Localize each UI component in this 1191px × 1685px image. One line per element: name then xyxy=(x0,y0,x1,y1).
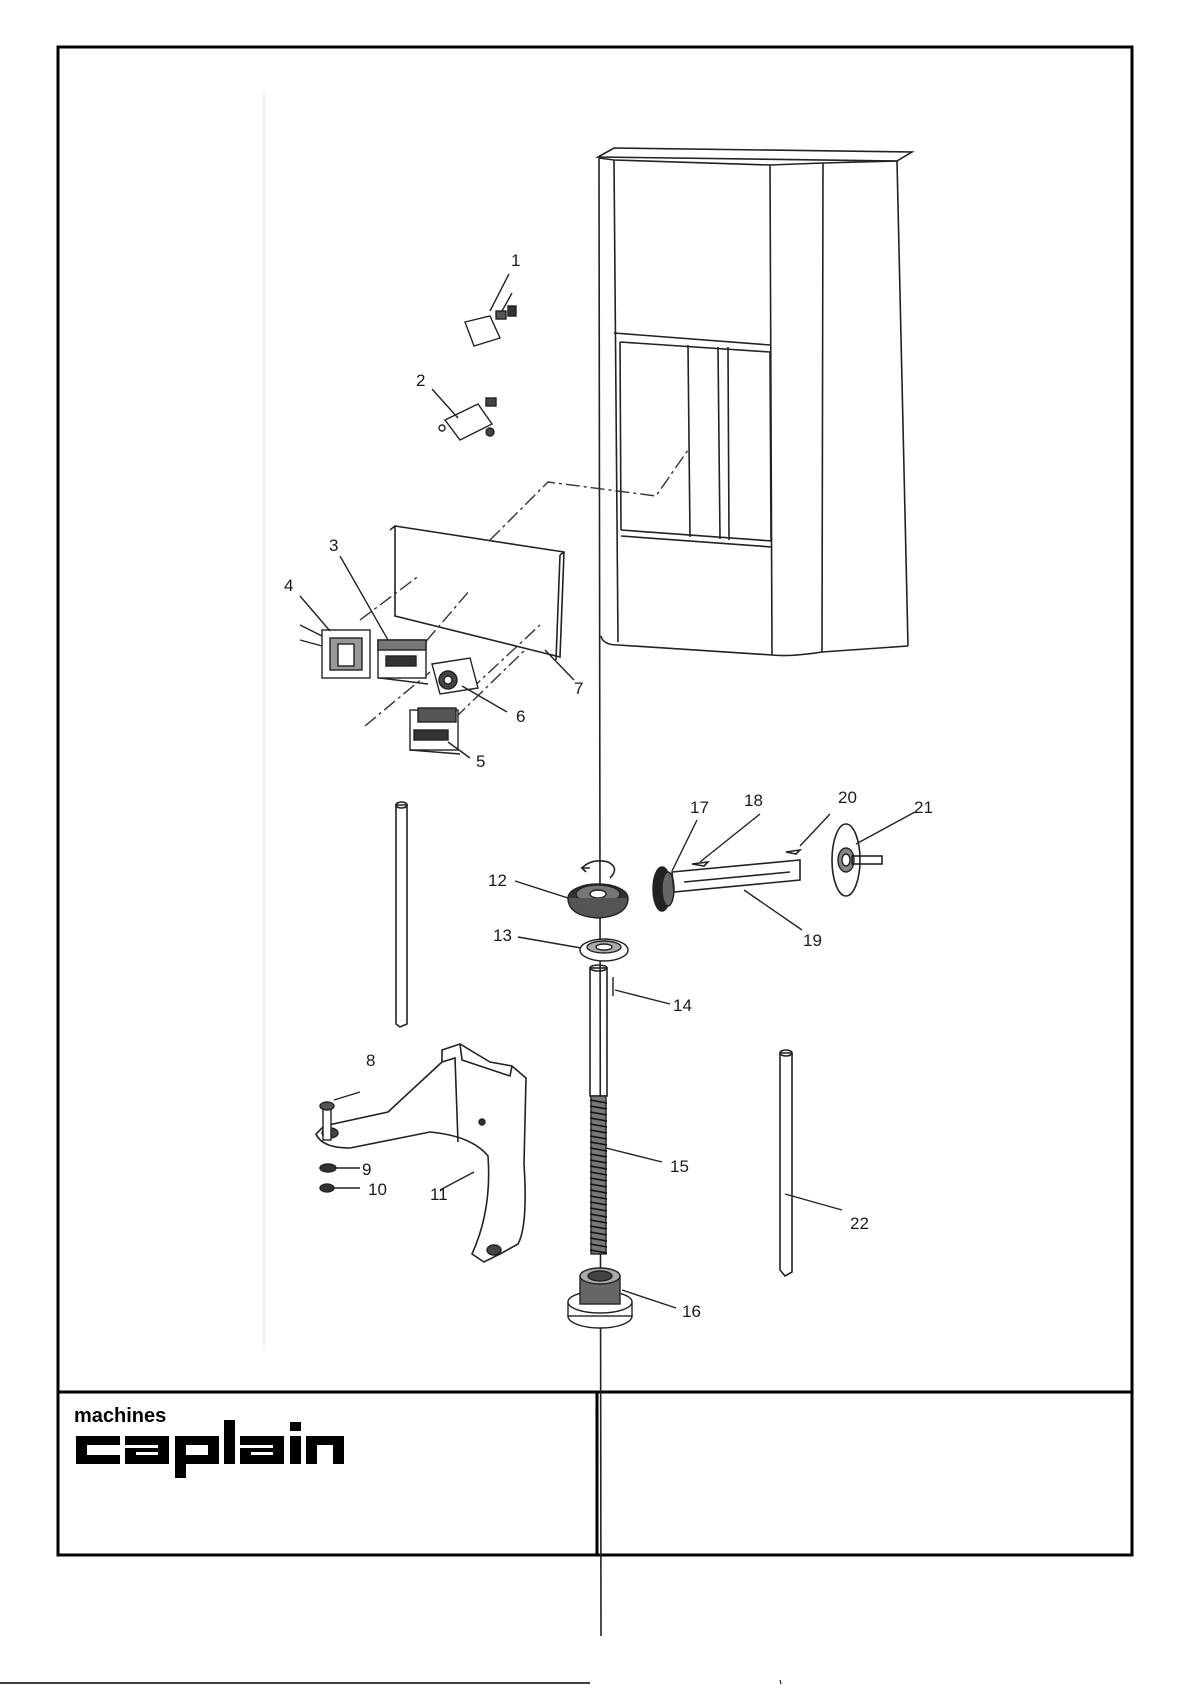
callout-17: 17 xyxy=(690,798,709,817)
part-14-key xyxy=(613,977,670,1004)
callout-7: 7 xyxy=(574,679,583,698)
callout-13: 13 xyxy=(493,926,512,945)
part-16-nut xyxy=(568,1268,676,1328)
callout-18: 18 xyxy=(744,791,763,810)
callout-6: 6 xyxy=(516,707,525,726)
callout-15: 15 xyxy=(670,1157,689,1176)
part-11-bracket xyxy=(316,1044,526,1262)
part-13-bearing xyxy=(518,937,628,961)
part-2-switch xyxy=(432,389,496,440)
part-10-nut xyxy=(320,1184,360,1192)
callout-1: 1 xyxy=(511,251,520,270)
callout-22: 22 xyxy=(850,1214,869,1233)
part-12-bevel-gear xyxy=(515,861,628,918)
callout-11: 11 xyxy=(430,1185,448,1204)
part-18-key xyxy=(692,814,760,866)
part-4-transformer xyxy=(300,596,370,678)
brand-small-text: machines xyxy=(74,1405,166,1427)
left-rod xyxy=(396,802,407,1027)
outer-frame xyxy=(58,47,1132,1555)
brand-logo: machines xyxy=(74,1405,344,1478)
part-20-key xyxy=(786,814,830,854)
part-17-pinion xyxy=(653,820,697,911)
part-1-limit-switch xyxy=(465,274,516,346)
part-5-contactor xyxy=(410,708,470,758)
callout-8: 8 xyxy=(366,1051,375,1070)
callout-16: 16 xyxy=(682,1302,701,1321)
part-8-bolt xyxy=(320,1092,360,1140)
footer-tick xyxy=(780,1680,781,1684)
callout-9: 9 xyxy=(362,1160,371,1179)
callout-21: 21 xyxy=(914,798,933,817)
column-cabinet xyxy=(598,148,912,1636)
callout-10: 10 xyxy=(368,1180,387,1199)
callout-12: 12 xyxy=(488,871,507,890)
brand-large-wordmark xyxy=(76,1420,344,1478)
callout-4: 4 xyxy=(284,576,293,595)
callout-5: 5 xyxy=(476,752,485,771)
callout-20: 20 xyxy=(838,788,857,807)
callout-3: 3 xyxy=(329,536,338,555)
part-22-rod xyxy=(780,1050,842,1276)
callout-2: 2 xyxy=(416,371,425,390)
part-19-shaft xyxy=(672,860,802,930)
part-21-handwheel xyxy=(832,812,915,896)
part-9-washer xyxy=(320,1164,360,1172)
callout-14: 14 xyxy=(673,996,692,1015)
callout-19: 19 xyxy=(803,931,822,950)
